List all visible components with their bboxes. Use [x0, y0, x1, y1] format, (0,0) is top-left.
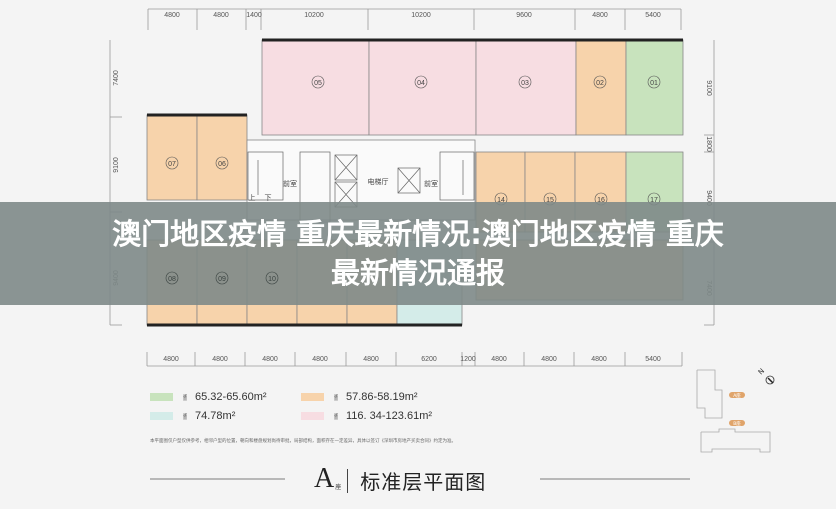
- structural-walls: [147, 38, 683, 327]
- headline-banner: 澳门地区疫情 重庆最新情况:澳门地区疫情 重庆 最新情况通报: [0, 202, 836, 305]
- room-label-17: 17: [650, 197, 658, 204]
- room-label-16: 16: [597, 197, 605, 204]
- headline-line-1: 澳门地区疫情 重庆最新情况:澳门地区疫情 重庆: [112, 216, 724, 251]
- building-b-label: B座: [733, 420, 741, 427]
- dim-label: 9100: [113, 157, 120, 173]
- room-label-04: 04: [417, 80, 425, 87]
- room-label-03: 03: [521, 80, 529, 87]
- legend-value: 74.78m²: [195, 410, 236, 422]
- building-suffix: 座: [335, 484, 342, 491]
- dim-label: 10200: [411, 12, 431, 19]
- site-map: [696, 369, 771, 453]
- legend-item: 建面 65.32-65.60m²: [150, 391, 267, 403]
- north-label: N: [757, 367, 766, 376]
- room-label-05: 05: [314, 80, 322, 87]
- dim-label: 4800: [312, 356, 328, 363]
- title-divider: [347, 469, 349, 493]
- room-04: [368, 39, 477, 136]
- dim-label: 10200: [304, 12, 324, 19]
- plan-title-text: 标准层平面图: [360, 470, 487, 494]
- dim-label: 1200: [460, 356, 476, 363]
- dim-label: 1400: [246, 12, 262, 19]
- building-b-tag: [729, 420, 745, 426]
- room-label-14: 14: [497, 197, 505, 204]
- dim-label: 4800: [164, 12, 180, 19]
- room-01: [625, 39, 684, 136]
- stair-label: 下: [265, 194, 272, 202]
- dim-label: 9100: [705, 80, 712, 96]
- legend-tag: 建面: [334, 393, 338, 401]
- dim-label: 4800: [363, 356, 379, 363]
- dim-label: 6200: [421, 356, 437, 363]
- dim-label: 9600: [516, 12, 532, 19]
- dim-label: 5400: [645, 356, 661, 363]
- legend-tag: 建面: [183, 412, 187, 420]
- dim-label: 4800: [592, 12, 608, 19]
- dim-label: 4800: [213, 12, 229, 19]
- dim-label: 4800: [163, 356, 179, 363]
- legend-value: 57.86-58.19m²: [346, 391, 418, 403]
- bottom-dimension-line: [146, 352, 683, 367]
- disclaimer-note: 本平面图仅户型仅供参考，相邻户型的位置，朝向和楼盘规划尚待审批，局部结构，面积存…: [150, 439, 456, 444]
- room-label-02: 02: [596, 80, 604, 87]
- stair-label: 上: [249, 193, 256, 202]
- room-label-06: 06: [218, 161, 226, 168]
- legend-swatch: [150, 412, 173, 420]
- dim-label: 4800: [262, 356, 278, 363]
- dim-label: 4800: [591, 356, 607, 363]
- legend-item: 建面 57.86-58.19m²: [301, 391, 418, 403]
- legend-swatch: [150, 393, 173, 401]
- room-06: [196, 114, 248, 201]
- legend-swatch: [301, 412, 324, 420]
- compass-icon: [765, 375, 775, 385]
- shaft-label: 前室: [424, 179, 438, 188]
- legend-swatch: [301, 393, 324, 401]
- legend-value: 65.32-65.60m²: [195, 391, 267, 403]
- building-a-tag: [729, 392, 745, 398]
- legend-item: 建面 74.78m²: [150, 410, 235, 422]
- building-a-label: A座: [733, 392, 741, 399]
- room-07: [146, 114, 198, 201]
- legend-tag: 建面: [334, 412, 338, 420]
- lobby-label: 电梯厅: [368, 177, 389, 186]
- room-label-15: 15: [546, 197, 554, 204]
- room-label-07: 07: [168, 161, 176, 168]
- dim-label: 4800: [491, 356, 507, 363]
- dim-label: 7400: [113, 70, 120, 86]
- headline-line-2: 最新情况通报: [330, 255, 505, 290]
- building-letter: A: [314, 463, 335, 494]
- dim-label: 4800: [212, 356, 228, 363]
- legend-item: 建面 116. 34-123.61m²: [301, 410, 432, 422]
- legend-value: 116. 34-123.61m²: [346, 410, 433, 422]
- room-label-01: 01: [650, 80, 658, 87]
- room-02: [575, 39, 627, 136]
- shaft-label: 前室: [283, 179, 297, 188]
- room-03: [475, 39, 577, 136]
- top-dimension-line: [147, 8, 682, 30]
- dim-label: 1800: [705, 136, 712, 152]
- legend-tag: 建面: [183, 393, 187, 401]
- plan-title: A 座 标准层平面图: [314, 463, 486, 495]
- dim-label: 4800: [541, 356, 557, 363]
- dim-label: 9400: [705, 190, 712, 206]
- dim-label: 5400: [645, 12, 661, 19]
